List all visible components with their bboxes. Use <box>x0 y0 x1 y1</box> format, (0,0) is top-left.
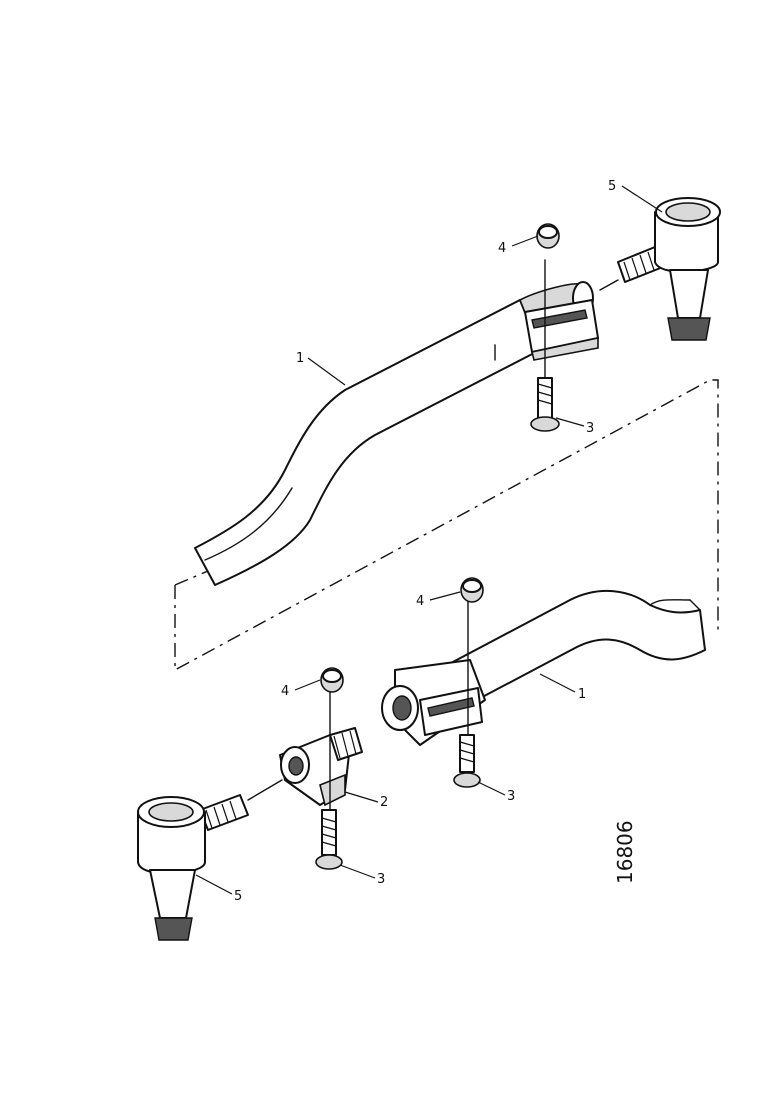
leader-lines <box>195 185 663 895</box>
callout-3-upper: 3 <box>586 421 594 436</box>
lower-left-nut <box>320 667 344 693</box>
callout-4-lower: 4 <box>281 684 289 699</box>
lower-left-bolt <box>315 689 343 870</box>
lower-ball-joint <box>137 779 283 941</box>
callout-1-upper: 1 <box>296 351 304 366</box>
upper-ball-joint <box>599 197 721 341</box>
callout-4-upper: 4 <box>498 241 506 256</box>
callout-4-mid: 4 <box>416 594 424 609</box>
lower-middle-nut <box>460 577 484 603</box>
callout-3-mid: 3 <box>507 789 515 804</box>
callout-5-lower: 5 <box>234 889 242 904</box>
callout-1-lower: 1 <box>578 687 586 702</box>
figure-number: 16806 <box>613 820 637 884</box>
callout-3-lower: 3 <box>377 872 385 887</box>
lower-tube-clamp <box>381 659 486 746</box>
upper-nut <box>536 223 560 249</box>
lower-small-clamp <box>279 727 363 807</box>
callout-5-upper: 5 <box>608 179 616 194</box>
upper-bolt <box>530 259 560 432</box>
lower-middle-bolt <box>453 599 481 788</box>
callout-labels: 1 4 5 3 4 1 4 2 3 3 5 <box>234 179 616 904</box>
callout-2-lower: 2 <box>380 795 388 810</box>
upper-clamp <box>524 299 599 361</box>
